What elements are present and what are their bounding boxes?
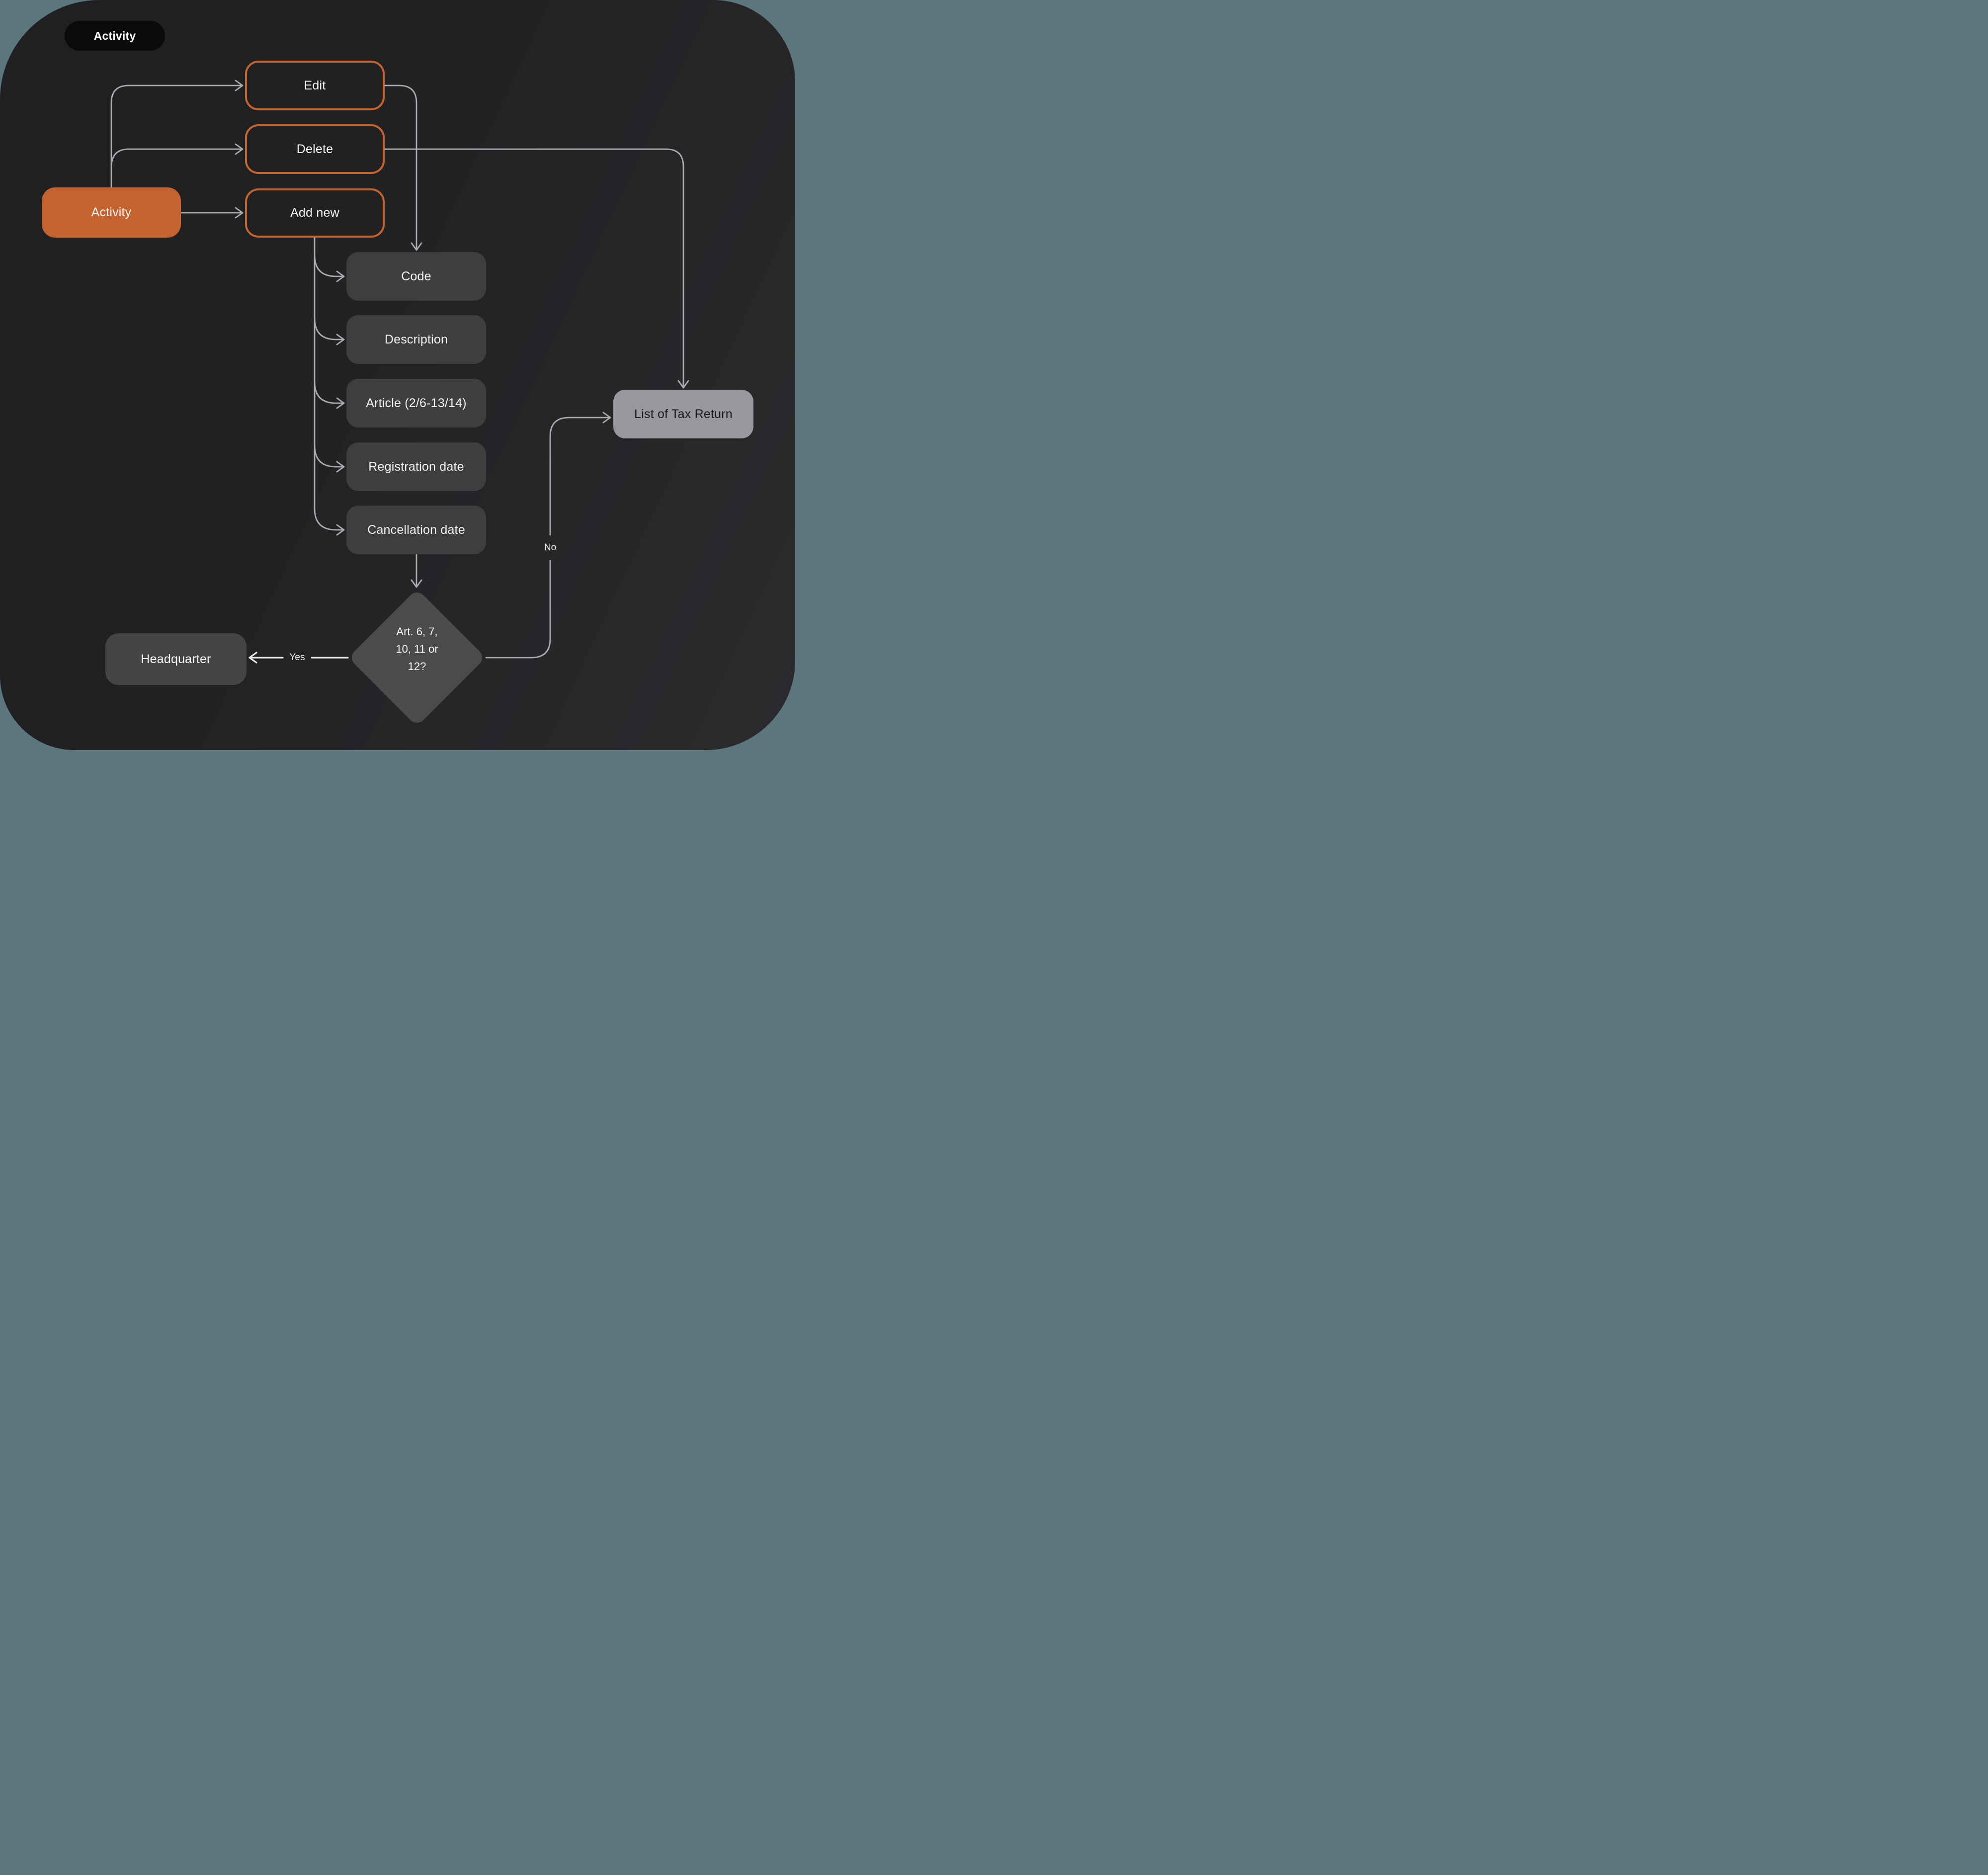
node-registration-date[interactable]: Registration date: [346, 442, 486, 491]
node-edit[interactable]: Edit: [245, 61, 385, 110]
node-article-label: Article (2/6-13/14): [366, 396, 467, 410]
node-cancellation-date-label: Cancellation date: [367, 522, 465, 537]
node-delete[interactable]: Delete: [245, 124, 385, 174]
node-list-of-tax-return-label: List of Tax Return: [634, 407, 733, 421]
node-description-label: Description: [384, 332, 448, 346]
node-description[interactable]: Description: [346, 315, 486, 364]
title-badge-label: Activity: [93, 29, 136, 42]
node-activity[interactable]: Activity: [42, 187, 181, 238]
title-badge: Activity: [65, 21, 165, 51]
node-code[interactable]: Code: [346, 252, 486, 301]
node-delete-label: Delete: [296, 142, 333, 156]
node-add-new[interactable]: Add new: [245, 188, 385, 238]
edge-label-no: No: [544, 542, 557, 553]
node-headquarter[interactable]: Headquarter: [105, 633, 247, 685]
node-cancellation-date[interactable]: Cancellation date: [346, 506, 486, 554]
node-list-of-tax-return[interactable]: List of Tax Return: [613, 390, 753, 438]
node-article[interactable]: Article (2/6-13/14): [346, 379, 486, 427]
node-headquarter-label: Headquarter: [141, 652, 211, 666]
node-registration-date-label: Registration date: [368, 459, 464, 474]
node-edit-label: Edit: [304, 78, 326, 92]
node-activity-label: Activity: [91, 205, 132, 219]
node-add-new-label: Add new: [290, 206, 339, 220]
edge-label-yes: Yes: [289, 652, 305, 663]
node-decision-label: Art. 6, 7, 10, 11 or 12?: [396, 625, 438, 673]
node-code-label: Code: [401, 269, 431, 283]
